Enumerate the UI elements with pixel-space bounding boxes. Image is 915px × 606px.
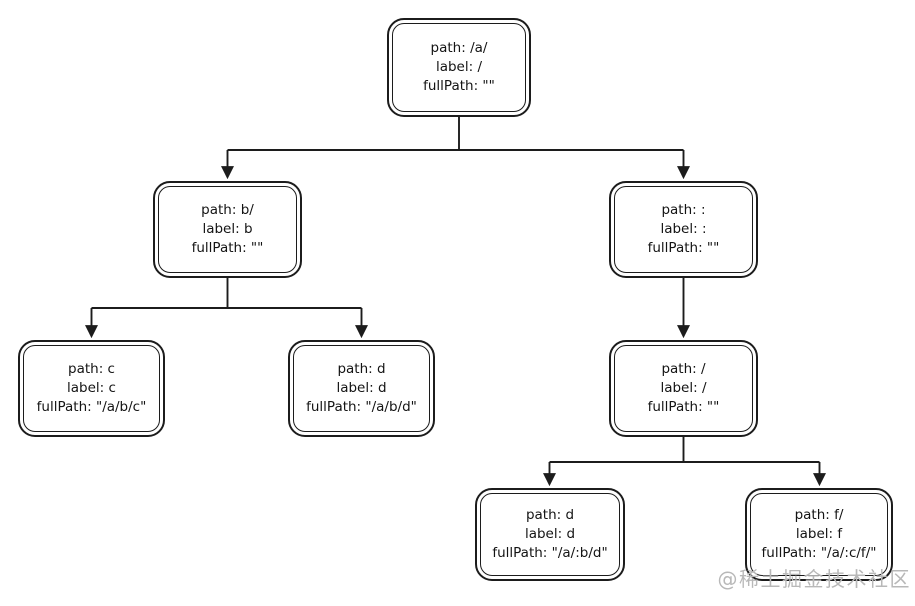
tree-node-root-inner: path: /a/ label: / fullPath: "" — [392, 23, 526, 112]
node-line-fullpath: fullPath: "/a/b/d" — [306, 399, 417, 415]
node-line-fullpath: fullPath: "" — [423, 78, 495, 94]
node-line-fullpath: fullPath: "" — [191, 240, 264, 256]
node-line-label: label: d — [336, 380, 387, 396]
tree-node-d-under-slash: path: d label: d fullPath: "/a/:b/d" — [475, 488, 625, 581]
tree-node-slash-inner: path: / label: / fullPath: "" — [614, 345, 753, 432]
node-line-label: label: c — [67, 380, 116, 396]
tree-node-c: path: c label: c fullPath: "/a/b/c" — [18, 340, 165, 437]
node-line-label: label: / — [435, 59, 483, 75]
node-line-fullpath: fullPath: "/a/:b/d" — [492, 545, 608, 561]
tree-node-param-inner: path: : label: : fullPath: "" — [614, 186, 753, 273]
tree-node-d-under-b: path: d label: d fullPath: "/a/b/d" — [288, 340, 435, 437]
tree-node-root: path: /a/ label: / fullPath: "" — [387, 18, 531, 117]
node-line-path: path: f/ — [794, 507, 844, 523]
tree-node-d-under-slash-inner: path: d label: d fullPath: "/a/:b/d" — [480, 493, 620, 576]
node-line-label: label: : — [660, 221, 707, 237]
node-line-path: path: b/ — [201, 202, 254, 218]
tree-node-c-inner: path: c label: c fullPath: "/a/b/c" — [23, 345, 160, 432]
node-line-label: label: f — [795, 526, 843, 542]
tree-node-slash: path: / label: / fullPath: "" — [609, 340, 758, 437]
node-line-path: path: d — [337, 361, 386, 377]
node-line-path: path: c — [68, 361, 115, 377]
watermark: @稀土掘金技术社区 — [717, 567, 911, 591]
tree-node-d-under-b-inner: path: d label: d fullPath: "/a/b/d" — [293, 345, 430, 432]
node-line-path: path: : — [661, 202, 706, 218]
tree-node-b-inner: path: b/ label: b fullPath: "" — [158, 186, 297, 273]
node-line-label: label: b — [202, 221, 253, 237]
tree-node-f: path: f/ label: f fullPath: "/a/:c/f/" — [745, 488, 893, 581]
node-line-fullpath: fullPath: "/a/:c/f/" — [761, 545, 877, 561]
tree-node-b: path: b/ label: b fullPath: "" — [153, 181, 302, 278]
node-line-fullpath: fullPath: "/a/b/c" — [36, 399, 147, 415]
node-line-label: label: / — [660, 380, 707, 396]
tree-node-param: path: : label: : fullPath: "" — [609, 181, 758, 278]
tree-node-f-inner: path: f/ label: f fullPath: "/a/:c/f/" — [750, 493, 888, 576]
node-line-path: path: / — [661, 361, 706, 377]
node-line-fullpath: fullPath: "" — [647, 240, 720, 256]
node-line-label: label: d — [524, 526, 576, 542]
node-line-fullpath: fullPath: "" — [647, 399, 720, 415]
node-line-path: path: d — [525, 507, 575, 523]
node-line-path: path: /a/ — [430, 40, 488, 56]
